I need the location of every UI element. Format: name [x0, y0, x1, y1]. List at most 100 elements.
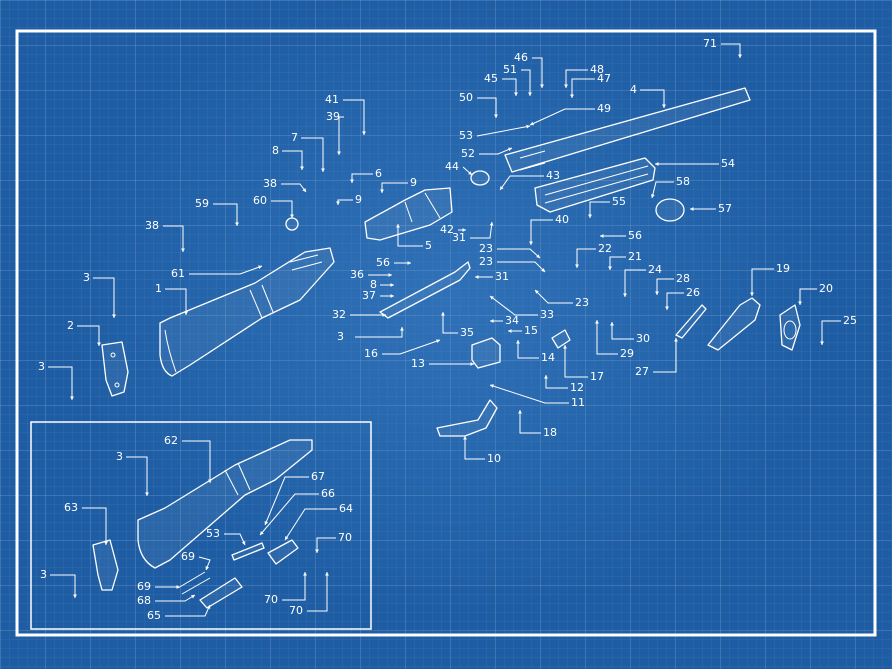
leader-line	[48, 366, 73, 400]
leader-line	[182, 440, 211, 483]
part-number-label: 39	[326, 110, 340, 123]
callout-c47: 47	[570, 72, 611, 98]
callout-c6: 6	[350, 167, 382, 183]
callout-c36: 36	[350, 268, 392, 281]
leader-arrow	[73, 594, 77, 598]
callout-c59: 59	[195, 197, 239, 226]
part-number-label: 31	[452, 231, 466, 244]
leader-arrow	[514, 92, 518, 96]
callout-c20: 20	[798, 282, 833, 305]
callout-c3b: 3	[337, 327, 404, 343]
leader-line	[397, 224, 423, 247]
leader-line	[338, 116, 344, 155]
leader-line	[653, 338, 677, 373]
part-hammer-spur	[779, 304, 801, 351]
leader-line	[351, 173, 373, 183]
part-number-label: 69	[137, 580, 151, 593]
callout-c2: 2	[67, 319, 101, 346]
leader-line	[189, 265, 263, 275]
leader-arrow	[536, 254, 540, 258]
leader-arrow	[112, 314, 116, 318]
part-number-label: 49	[597, 102, 611, 115]
leader-arrow	[396, 224, 400, 228]
leader-arrow	[181, 248, 185, 252]
part-barrel	[504, 87, 751, 173]
part-number-label: 62	[164, 434, 178, 447]
leader-arrow	[738, 54, 742, 58]
callout-c19: 19	[750, 262, 790, 296]
leader-line	[259, 493, 319, 536]
leader-arrow	[690, 207, 694, 211]
part-number-label: 70	[338, 531, 352, 544]
leader-arrow	[184, 311, 188, 315]
callout-c46: 46	[514, 51, 544, 88]
part-number-label: 32	[332, 308, 346, 321]
leader-arrow	[400, 327, 404, 331]
part-number-label: 56	[628, 229, 642, 242]
callout-c5: 5	[396, 224, 432, 252]
inset-part-lever	[267, 539, 299, 565]
part-number-label: 12	[570, 381, 584, 394]
leader-line	[640, 89, 665, 108]
callout-c38a: 38	[263, 177, 307, 193]
part-number-label: 53	[459, 129, 473, 142]
part-hammer-assembly	[707, 297, 761, 351]
leader-arrow	[241, 541, 246, 545]
callout-c42: 42	[440, 223, 466, 236]
leader-line	[532, 57, 543, 88]
leader-arrow	[665, 306, 669, 310]
leader-line	[155, 594, 196, 602]
callout-c35: 35	[441, 312, 474, 339]
part-lever	[675, 304, 707, 339]
part-number-label: 15	[524, 324, 538, 337]
callout-c41: 41	[325, 93, 366, 135]
callout-c52: 52	[461, 147, 513, 160]
part-stock	[159, 247, 335, 377]
leader-arrow	[490, 319, 494, 323]
leader-line	[165, 288, 187, 315]
part-roller	[470, 170, 490, 186]
leader-arrow	[337, 151, 341, 155]
part-breech-block	[471, 337, 501, 369]
leader-arrow	[470, 362, 474, 366]
leader-line	[530, 219, 553, 245]
part-number-label: 61	[171, 267, 185, 280]
leader-arrow	[475, 275, 479, 279]
leader-arrow	[820, 341, 824, 345]
leader-line	[316, 537, 336, 553]
leader-arrow	[382, 313, 386, 317]
leader-line	[565, 69, 588, 88]
part-number-label: 68	[137, 594, 151, 607]
part-number-label: 71	[703, 37, 717, 50]
leader-arrow	[508, 147, 512, 152]
leader-line	[656, 278, 674, 295]
leader-arrow	[544, 375, 548, 379]
leader-line	[442, 312, 458, 334]
part-number-label: 17	[590, 370, 604, 383]
callout-c40: 40	[529, 213, 569, 245]
leader-arrow	[570, 94, 574, 98]
leader-line	[502, 78, 517, 96]
leader-line	[337, 199, 353, 205]
part-number-label: 13	[411, 357, 425, 370]
leader-line	[611, 322, 634, 340]
part-number-label: 9	[355, 193, 362, 206]
part-number-label: 3	[116, 450, 123, 463]
part-number-label: 60	[253, 194, 267, 207]
leader-line	[163, 225, 184, 252]
leader-arrow	[264, 521, 269, 525]
callout-c60: 60	[253, 194, 294, 218]
leader-arrow	[176, 585, 180, 589]
callout-c26: 26	[665, 286, 700, 310]
part-number-label: 30	[636, 332, 650, 345]
leader-arrow	[436, 339, 440, 343]
leader-arrow	[70, 396, 74, 400]
leader-line	[721, 43, 741, 58]
leader-arrow	[516, 340, 520, 344]
part-trigger-guard	[436, 399, 498, 437]
callout-c12: 12	[544, 375, 584, 394]
callout-c9b: 9	[336, 193, 362, 206]
leader-arrow	[541, 268, 545, 272]
part-number-label: 8	[370, 278, 377, 291]
